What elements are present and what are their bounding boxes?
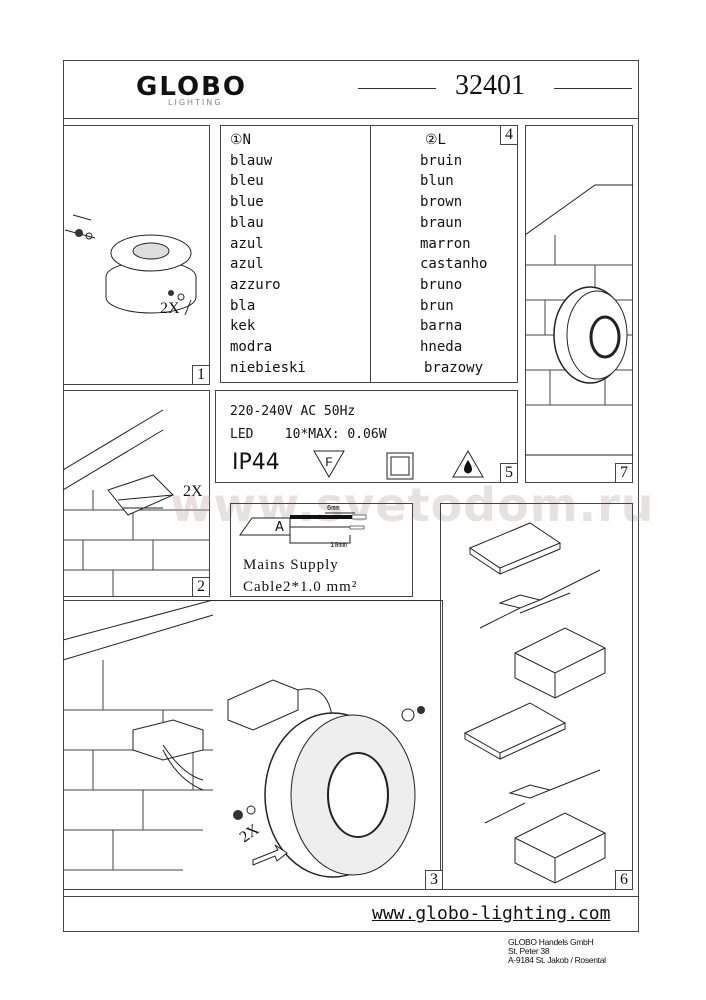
mains-supply-label: Mains Supply (243, 557, 339, 573)
panel-number: 2 (192, 577, 210, 597)
led-spec: LED 10*MAX: 0.06W (230, 427, 387, 442)
color-term: kek (230, 318, 256, 335)
strip-length-6mm: 6mm (327, 504, 340, 512)
color-term: blau (230, 214, 264, 231)
panel-1: 1 (63, 125, 210, 385)
panel-2: 2 (63, 390, 210, 597)
driver-connection-illustration (463, 522, 606, 884)
panel-number: 5 (500, 463, 518, 483)
neutral-color-column: ①N blauw bleu blue blau azul azul azzuro… (230, 130, 306, 378)
color-term: bleu (230, 173, 264, 190)
table-divider (370, 125, 371, 383)
color-term: azzuro (230, 276, 281, 293)
panel-4-wiring-table: 4 (220, 125, 518, 383)
color-term: brazowy (424, 359, 484, 376)
bracket-mounting-illustration (63, 409, 210, 597)
quantity-callout: 2X (183, 483, 203, 500)
label-a: A (275, 520, 284, 535)
color-term: brun (420, 297, 454, 314)
panel-6: 6 (440, 503, 633, 890)
color-term: azul (230, 256, 264, 273)
panel-number: 1 (192, 365, 210, 385)
panel-5-specs: 5 (215, 390, 518, 483)
city-address: A-9184 St. Jakob / Rosental (508, 955, 606, 965)
color-term: castanho (420, 256, 488, 273)
color-term: brown (420, 194, 463, 211)
voltage-spec: 220-240V AC 50Hz (230, 404, 356, 419)
ip-rating: IP44 (232, 450, 280, 475)
rule-right (554, 88, 632, 89)
panel-number: 3 (425, 870, 443, 890)
panel-number: 7 (615, 463, 633, 483)
brand-logo: GLOBO (136, 72, 248, 102)
color-term: blue (230, 194, 264, 211)
color-term: blun (420, 173, 454, 190)
cable-strip-diagram (239, 512, 367, 544)
f-mark-label: F (325, 455, 332, 469)
cable-panel (230, 503, 413, 597)
color-term: blauw (230, 152, 273, 169)
color-term: bruno (420, 276, 463, 293)
panel-7: 7 (525, 125, 633, 483)
color-term: barna (420, 318, 463, 335)
rule-left (358, 88, 436, 89)
color-term: braun (420, 214, 463, 231)
brand-sub: LIGHTING (168, 98, 223, 107)
header-divider (63, 118, 639, 119)
f-mark-icon: F (313, 450, 345, 478)
cable-spec-label: Cable2*1.0 mm² (243, 579, 358, 595)
live-header: ②L (425, 132, 446, 148)
color-term: bla (230, 297, 256, 314)
class-ii-icon (386, 452, 414, 480)
street-address: St. Peter 38 (508, 946, 550, 956)
color-term: hneda (420, 339, 463, 356)
company-address: GLOBO Handels GmbH St. Peter 38 A-9184 S… (508, 938, 606, 965)
website-link[interactable]: www.globo-lighting.com (372, 903, 611, 924)
quantity-callout: 2X (160, 300, 180, 317)
footer-divider (63, 896, 639, 897)
color-term: modra (230, 339, 273, 356)
live-color-column: ②L bruin blun brown braun marron castanh… (420, 130, 487, 378)
fixture-installation-illustration (63, 600, 443, 878)
color-term: niebieski (230, 359, 306, 376)
drip-proof-icon (452, 450, 484, 478)
panel-number: 6 (615, 870, 633, 890)
panel-number: 4 (500, 125, 518, 145)
neutral-header: ①N (230, 132, 251, 148)
strip-length-10mm: 10mm (330, 541, 347, 549)
model-number: 32401 (455, 70, 525, 101)
mounted-fixture-illustration (525, 184, 633, 456)
fixture-disassembly-illustration (64, 214, 197, 316)
color-term: bruin (420, 152, 463, 169)
color-term: marron (420, 235, 471, 252)
color-term: azul (230, 235, 264, 252)
company-name: GLOBO Handels GmbH (508, 937, 594, 947)
